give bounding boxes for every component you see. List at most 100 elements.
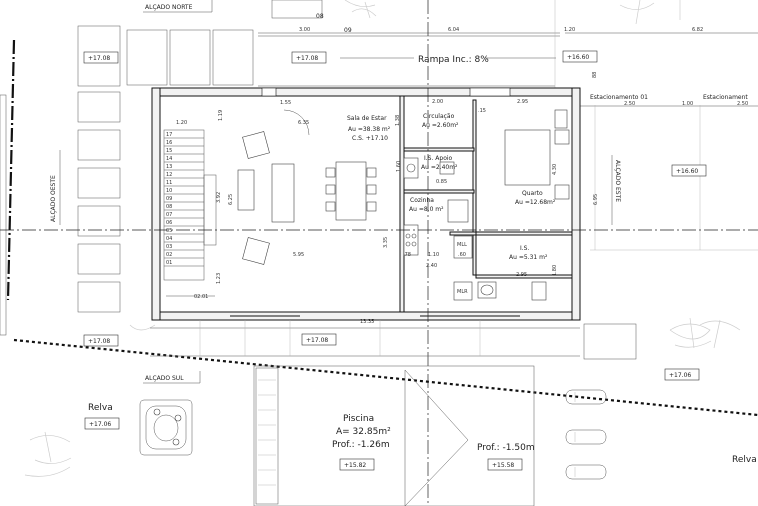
stair-step: 06: [166, 220, 172, 226]
service-furniture: [403, 109, 570, 301]
top-strip: [258, 0, 758, 251]
room-name-sala: Sala de Estar: [347, 115, 387, 122]
room-area-is: Au =5.31 m²: [509, 254, 548, 261]
parking-label-1: Estacionamento 01: [590, 94, 648, 101]
dimension-label: 6.35: [298, 120, 309, 126]
dimension-label: 2.50: [624, 101, 635, 107]
dimension-label: 6.95: [593, 194, 599, 205]
dimension-label: 5.95: [293, 252, 304, 258]
stair-step: 03: [166, 244, 172, 250]
level-tag: +17.06: [89, 421, 111, 428]
dimension-label: 1.55: [280, 100, 291, 106]
dimension-label: 1.00: [682, 101, 693, 107]
room-name-quarto: Quarto: [522, 190, 543, 197]
room-area-is-apoio: Au =2.40m²: [421, 164, 458, 171]
dimension-label: 1.20: [564, 27, 575, 33]
dimension-label: 88: [592, 72, 598, 78]
dimension-label: 2.00: [432, 99, 443, 105]
mll-label: MLL: [457, 242, 467, 248]
pool-depth-1: Prof.: -1.26m: [332, 440, 390, 450]
room-cs-sala: C.S. +17.10: [352, 135, 388, 142]
stair-step: 11: [166, 180, 172, 186]
elevation-east-label: ALÇADO ESTE: [614, 160, 621, 202]
stair-step: 15: [166, 148, 172, 154]
level-tag: +16.60: [676, 168, 698, 175]
landscape-plants: [24, 0, 741, 477]
level-tag: +16.60: [567, 54, 589, 61]
dimension-label: 1.23: [216, 273, 222, 284]
dimension-label: 6.82: [692, 27, 703, 33]
stair-step: 12: [166, 172, 172, 178]
room-area-circulacao: Au =2.60m²: [422, 122, 459, 129]
pool-name: Piscina: [343, 414, 374, 424]
stair-step: 14: [166, 156, 172, 162]
dimension-label: 4.30: [552, 164, 558, 175]
room-area-quarto: Au =12.68m²: [515, 199, 556, 206]
stair-step: 05: [166, 228, 172, 234]
outdoor-area: [139, 320, 637, 506]
dimension-label: .78: [403, 252, 411, 258]
pool-depth-2: Prof.: -1.50m: [477, 443, 535, 453]
dimension-label: 08: [316, 13, 324, 20]
room-area-cozinha: Au =8.0 m²: [409, 206, 444, 213]
stair-step: 13: [166, 164, 172, 170]
dimension-label: 0.85: [436, 179, 447, 185]
lawn-label-right: Relva: [732, 455, 757, 465]
dimension-label: 2.40: [426, 263, 437, 269]
room-name-is-apoio: I.S. Apoio: [424, 155, 453, 162]
elevation-markers: ALÇADO NORTE ALÇADO SUL ALÇADO OESTE ALÇ…: [50, 0, 621, 384]
stair-step: 10: [166, 188, 172, 194]
stair-step: 02: [166, 252, 172, 258]
dimension-label: 6.04: [448, 27, 459, 33]
dimension-label: 3.92: [216, 192, 222, 203]
lawn-label-left: Relva: [88, 403, 113, 413]
level-tag: +17.08: [88, 338, 110, 345]
dimension-label: 3.35: [383, 237, 389, 248]
staircase: 17 16 15 14 13 12 11 10 09 08 07 06 05 0…: [163, 129, 217, 297]
stair-step: 17: [166, 132, 172, 138]
dimension-label: 02.01: [194, 294, 208, 300]
living-furniture: [237, 109, 377, 265]
house-walls: [151, 87, 581, 321]
dimension-labels: 08 09 3.00 6.04 1.20 6.82 1.55 2.00 2.95…: [176, 13, 748, 325]
dimension-label: 1.20: [176, 120, 187, 126]
dimension-label: .15: [478, 108, 486, 114]
level-tag: +17.06: [669, 372, 691, 379]
pool-area: A= 32.85m²: [336, 427, 391, 437]
property-boundary: [13, 338, 758, 417]
stair-step: 09: [166, 196, 172, 202]
stair-step: 16: [166, 140, 172, 146]
stair-step: 04: [166, 236, 172, 242]
room-labels: Sala de Estar Au =38.38 m² C.S. +17.10 C…: [347, 113, 556, 295]
parking-label-2: Estacionament: [703, 94, 748, 101]
level-tag: +15.58: [492, 462, 514, 469]
dimension-label: 2.95: [516, 272, 527, 278]
level-tag: +15.82: [344, 462, 366, 469]
room-area-sala: Au =38.38 m²: [348, 126, 391, 133]
stair-step: 01: [166, 260, 172, 266]
elevation-west-label: ALÇADO OESTE: [50, 175, 57, 222]
room-name-circulacao: Circulação: [423, 113, 455, 120]
room-name-is: I.S.: [520, 245, 529, 252]
dimension-label: 3.00: [299, 27, 310, 33]
dimension-label: 09: [344, 27, 352, 34]
dimension-label: .60: [458, 252, 466, 258]
dimension-label: 2.50: [737, 101, 748, 107]
dimension-label: 1.60: [396, 161, 402, 172]
dimension-label: 1.19: [218, 110, 224, 121]
stair-step: 07: [166, 212, 172, 218]
ramp-label: Rampa Inc.: 8%: [418, 55, 489, 65]
dimension-label: 1.38: [395, 115, 401, 126]
level-tag: +17.08: [296, 55, 318, 62]
dimension-label: 6.25: [228, 194, 234, 205]
level-tags: +17.08 +17.08 +16.60 +16.60 +17.08 +17.0…: [83, 50, 707, 471]
mlr-label: MLR: [457, 289, 468, 295]
dimension-label: 2.95: [517, 99, 528, 105]
elevation-north-label: ALÇADO NORTE: [145, 4, 193, 11]
room-name-cozinha: Cozinha: [410, 197, 434, 204]
stair-step: 08: [166, 204, 172, 210]
elevation-south-label: ALÇADO SUL: [145, 375, 184, 382]
level-tag: +17.08: [88, 55, 110, 62]
